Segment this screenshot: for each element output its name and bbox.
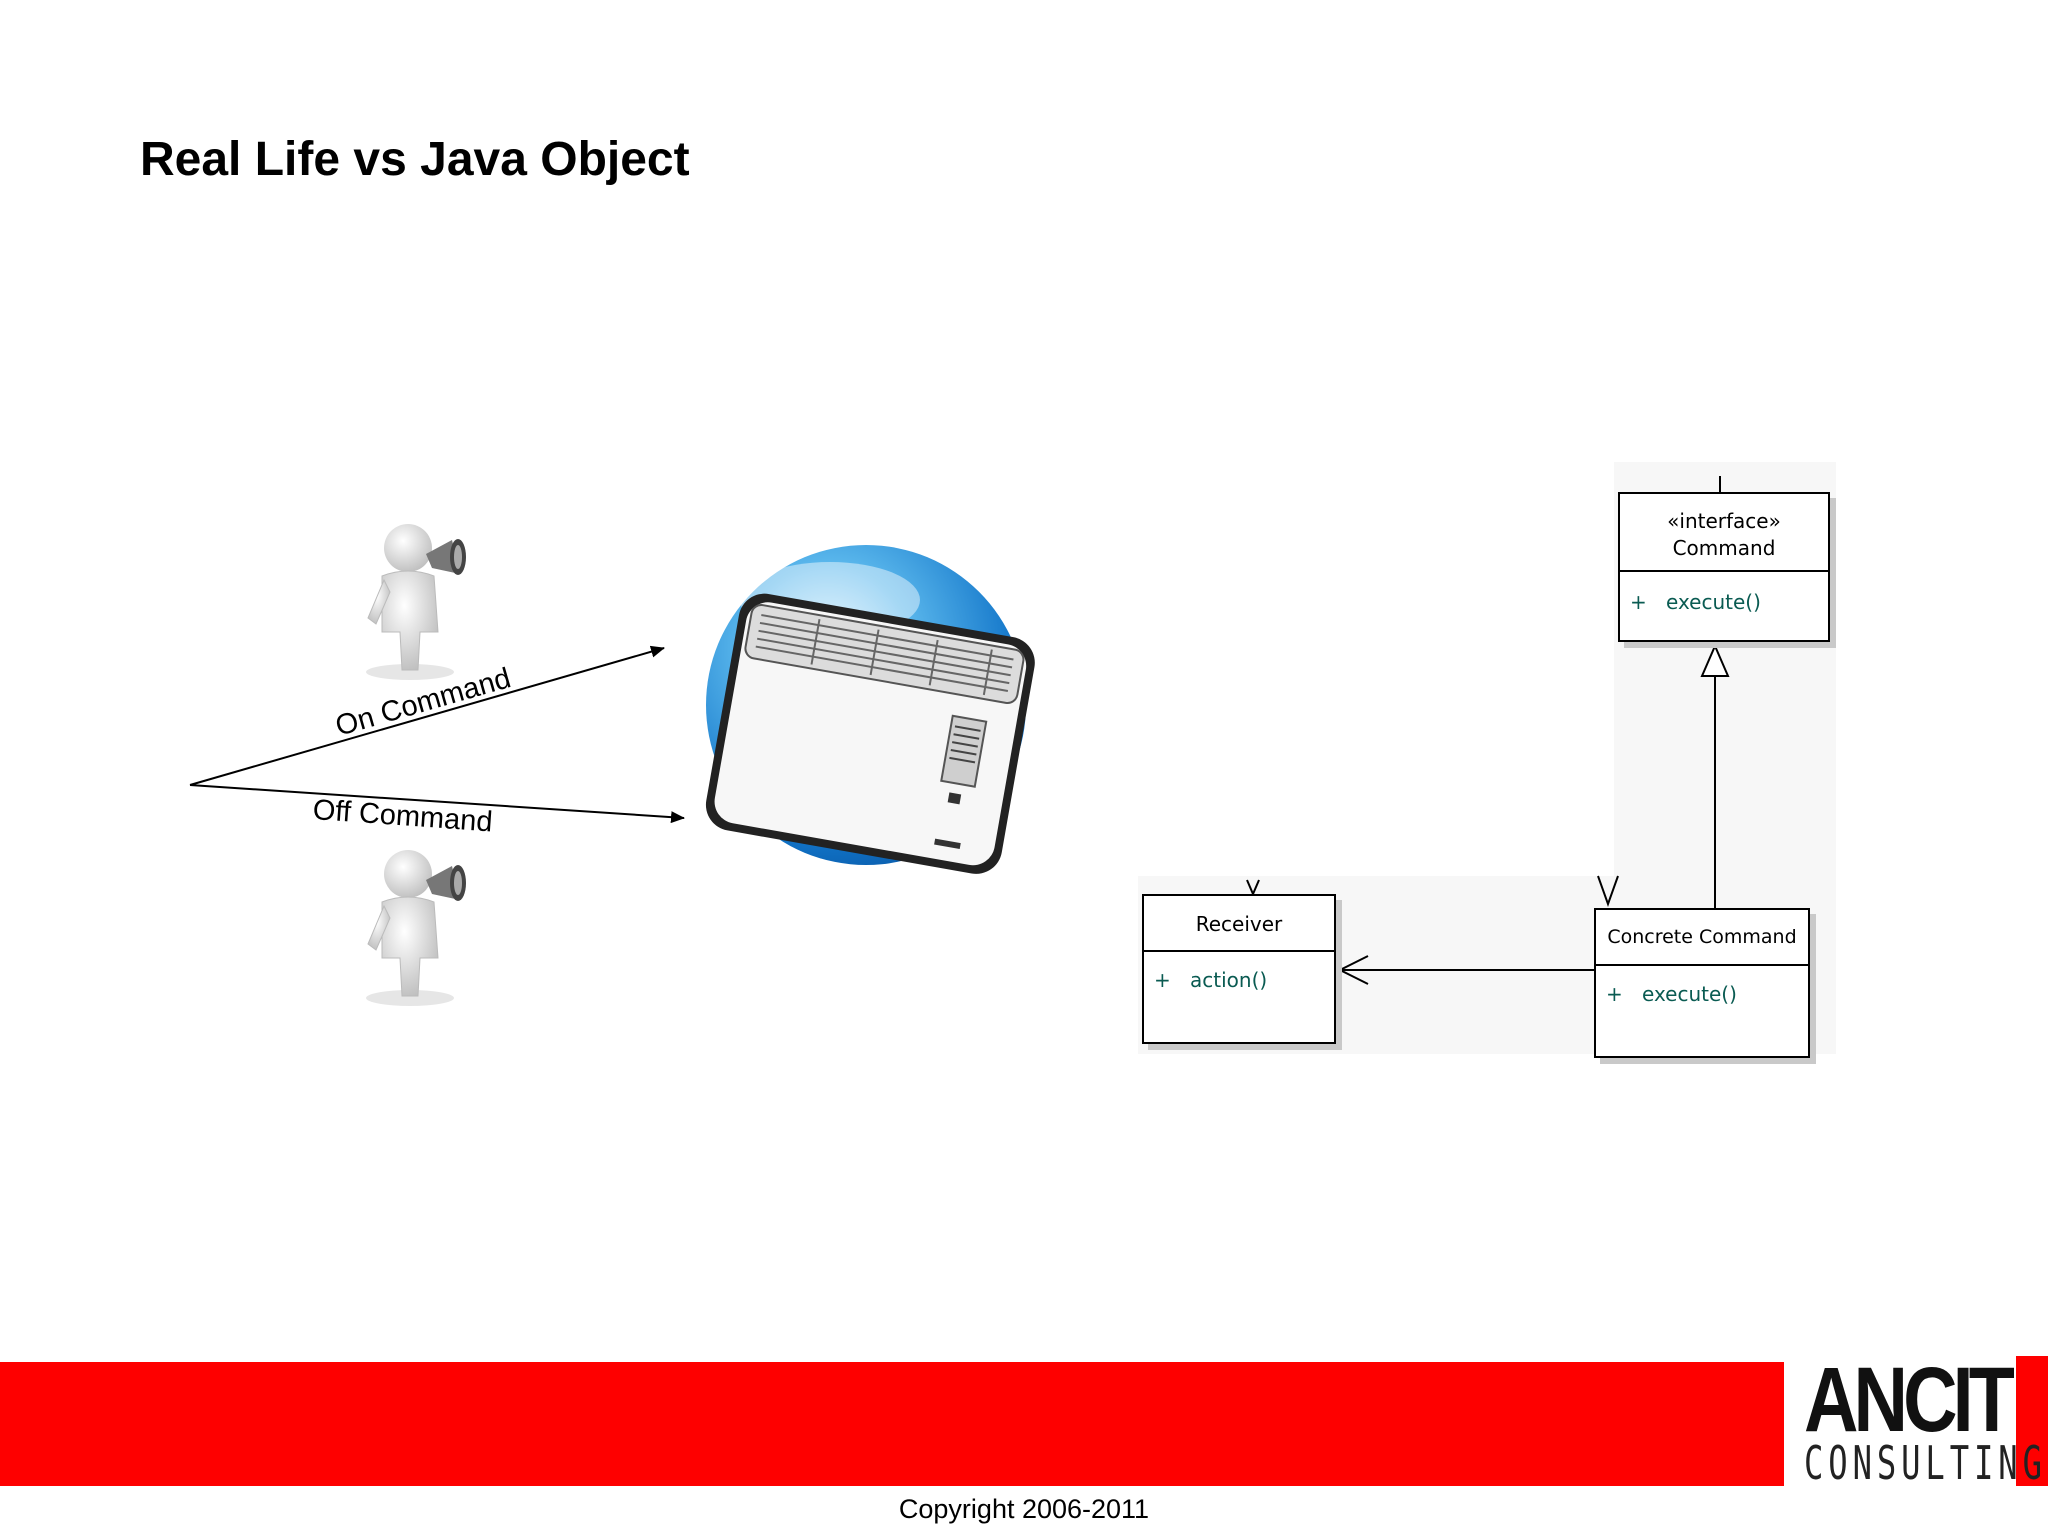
- uml-visibility: +: [1154, 968, 1171, 992]
- uml-receiver-name: Receiver: [1195, 912, 1283, 936]
- uml-concrete-name: Concrete Command: [1607, 926, 1797, 948]
- slide-title: Real Life vs Java Object: [140, 133, 690, 186]
- uml-receiver-header: Receiver: [1144, 896, 1334, 952]
- heater-icon: [705, 545, 1035, 874]
- uml-operation: execute(): [1642, 982, 1737, 1006]
- uml-operation: execute(): [1666, 590, 1761, 614]
- footer-red-bar: [0, 1362, 1784, 1486]
- uml-association-arrowhead: [1337, 955, 1369, 985]
- uml-stereotype: «interface»: [1667, 509, 1781, 533]
- uml-operation: action(): [1190, 968, 1268, 992]
- on-command-arrow: [189, 645, 665, 786]
- uml-receiver: Receiver + action(): [1142, 894, 1336, 1044]
- uml-visibility: +: [1606, 982, 1623, 1006]
- brand-logo-bottom: CONSULTING: [1804, 1436, 2047, 1490]
- uml-concrete-header: Concrete Command: [1596, 910, 1808, 966]
- uml-command-name: Command: [1672, 536, 1776, 560]
- uml-command-ops: + execute(): [1620, 572, 1828, 614]
- uml-concrete-stub: [1597, 875, 1619, 907]
- uml-receiver-ops: + action(): [1144, 952, 1334, 992]
- speaker-figure-top-icon: [366, 524, 466, 680]
- uml-realization-arrowhead: [1700, 643, 1730, 677]
- off-command-arrow: [189, 784, 685, 824]
- uml-concrete-command: Concrete Command + execute(): [1594, 908, 1810, 1058]
- uml-command-header: «interface» Command: [1620, 494, 1828, 572]
- brand-logo-top: ANCIT: [1804, 1349, 2015, 1451]
- footer-red-accent: [2016, 1356, 2048, 1486]
- uml-visibility: +: [1630, 590, 1647, 614]
- speaker-figure-bottom-icon: [366, 850, 466, 1006]
- uml-concrete-ops: + execute(): [1596, 966, 1808, 1006]
- uml-command-interface: «interface» Command + execute(): [1618, 492, 1830, 642]
- copyright-text: Copyright 2006-2011: [898, 1494, 1150, 1524]
